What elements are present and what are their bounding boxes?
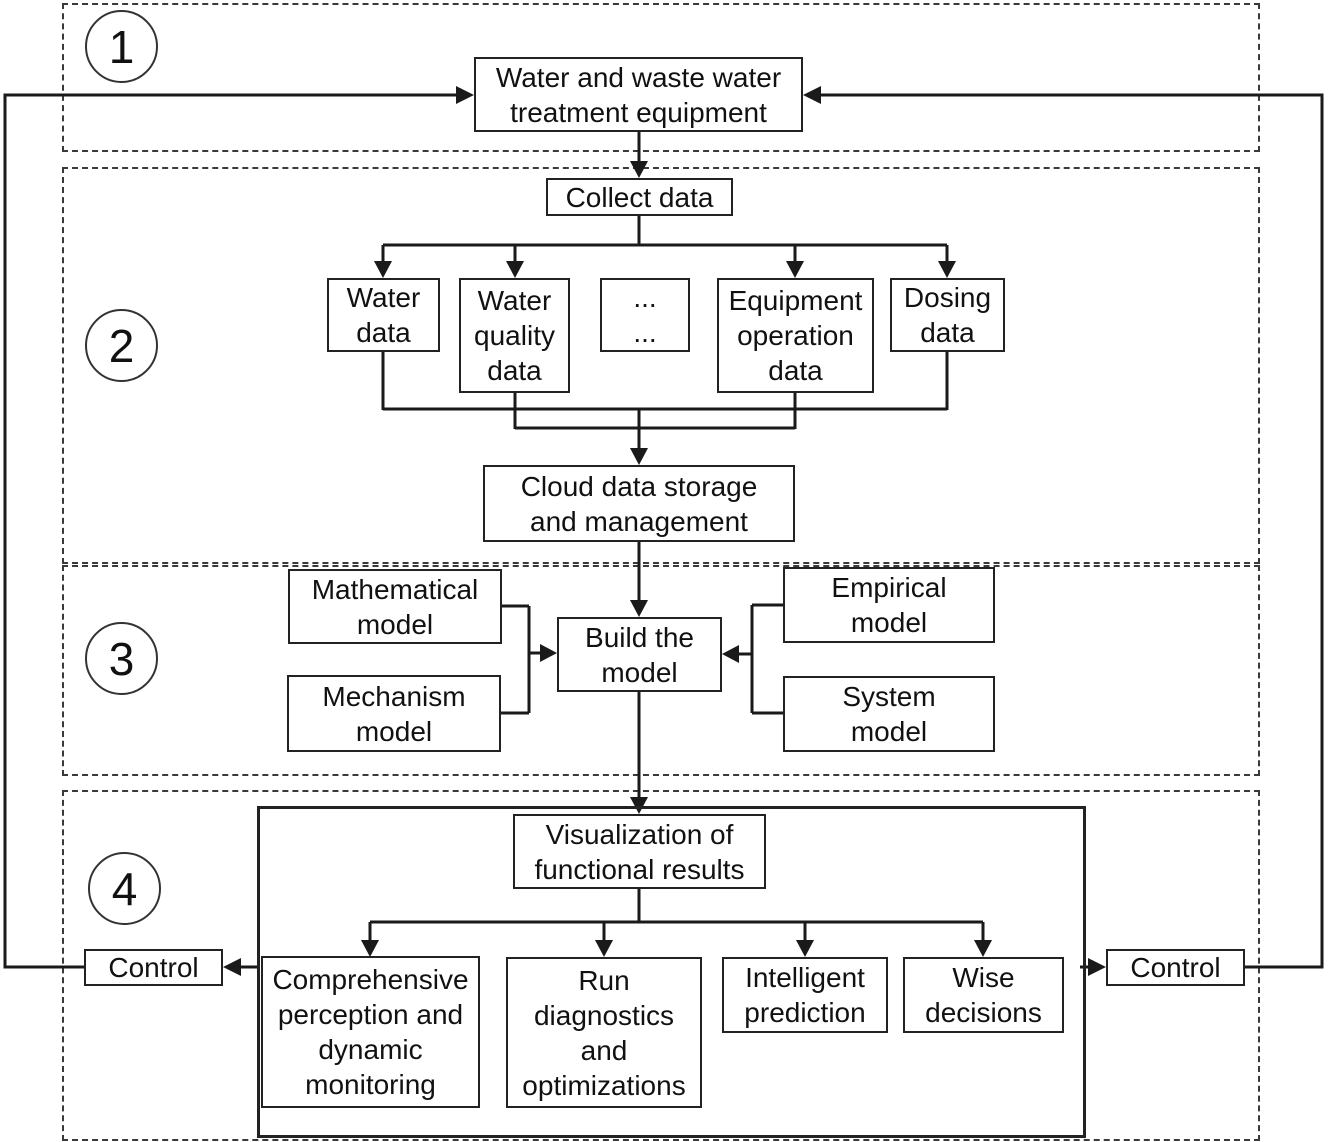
layer-3-number: 3 — [108, 632, 135, 685]
node-mathematical-model: Mathematical model — [288, 569, 502, 644]
arrowhead-into-cloud — [630, 448, 648, 465]
node-build-model: Build the model — [557, 617, 722, 692]
layer-4-badge: 4 — [88, 852, 161, 925]
arrowhead-into-build-right — [722, 645, 739, 663]
node-mechanism-model: Mechanism model — [287, 675, 501, 752]
node-collect-data: Collect data — [546, 178, 733, 216]
layer-2-badge: 2 — [85, 309, 158, 382]
node-intelligent-prediction: Intelligent prediction — [722, 957, 888, 1033]
connector-right-bracket — [739, 603, 783, 715]
layer-2-number: 2 — [108, 319, 135, 372]
node-empirical-model: Empirical model — [783, 567, 995, 643]
arrowhead-into-build-left — [540, 644, 557, 662]
layer-1-badge: 1 — [85, 10, 158, 83]
layer-4-number: 4 — [111, 862, 138, 915]
arrowhead-into-control-left — [223, 958, 241, 976]
arrowhead-into-collect — [630, 161, 648, 178]
section-2-border — [62, 167, 1260, 564]
arrowhead-into-build-top — [630, 600, 648, 617]
node-cloud-storage: Cloud data storage and management — [483, 465, 795, 542]
node-visualization: Visualization of functional results — [513, 814, 766, 889]
connector-right-loop — [821, 93, 1324, 969]
node-control-left: Control — [84, 949, 223, 986]
node-wise-decisions: Wise decisions — [903, 957, 1064, 1033]
section-1-border — [62, 3, 1260, 152]
connector-collect-branch — [381, 216, 949, 262]
connector-left-loop — [3, 93, 456, 969]
arrowhead-into-decisions — [974, 940, 992, 957]
node-control-right: Control — [1106, 949, 1245, 986]
section-3-border — [62, 565, 1260, 776]
arrowhead-into-dosing — [938, 261, 956, 278]
arrowhead-into-equipment-right — [803, 86, 821, 104]
arrowhead-into-diagnostics — [595, 940, 613, 957]
arrowhead-into-water-quality — [506, 261, 524, 278]
node-water-quality-data: Water quality data — [459, 278, 570, 393]
node-ellipsis: ... ... — [600, 278, 690, 352]
node-comprehensive-monitoring: Comprehensive perception and dynamic mon… — [261, 956, 480, 1108]
node-treatment-equipment: Water and waste water treatment equipmen… — [474, 57, 803, 132]
connector-visualization-branch — [368, 889, 985, 941]
arrowhead-into-control-right — [1088, 958, 1106, 976]
arrowhead-into-prediction — [796, 940, 814, 957]
node-run-diagnostics: Run diagnostics and optimizations — [506, 957, 702, 1108]
arrowhead-into-equipment-operation — [786, 261, 804, 278]
node-water-data: Water data — [327, 278, 440, 352]
node-dosing-data: Dosing data — [890, 278, 1005, 352]
connector-merge-to-cloud — [381, 352, 949, 449]
arrowhead-into-water-data — [374, 261, 392, 278]
node-equipment-operation-data: Equipment operation data — [717, 278, 874, 393]
arrowhead-into-visualization — [630, 797, 648, 814]
arrowhead-into-equipment-left — [456, 86, 474, 104]
application-layer-container — [257, 806, 1086, 1138]
connector-left-bracket — [501, 604, 541, 715]
layer-1-number: 1 — [108, 20, 135, 73]
arrowhead-into-comprehensive — [361, 940, 379, 957]
layer-3-badge: 3 — [85, 622, 158, 695]
node-system-model: System model — [783, 676, 995, 752]
